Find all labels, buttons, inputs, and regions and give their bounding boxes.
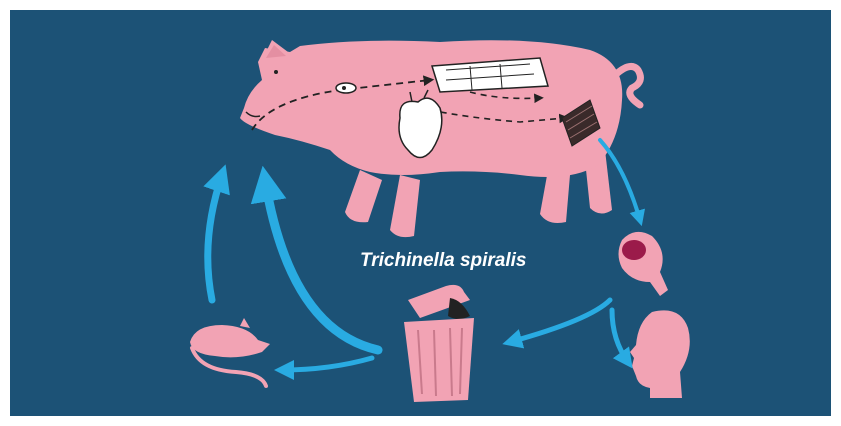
ham-icon [619, 232, 669, 296]
diagram-title: Trichinella spiralis [360, 250, 527, 272]
trash-can-icon [404, 285, 474, 402]
human-head-icon [630, 310, 690, 398]
rat-icon [190, 318, 270, 386]
